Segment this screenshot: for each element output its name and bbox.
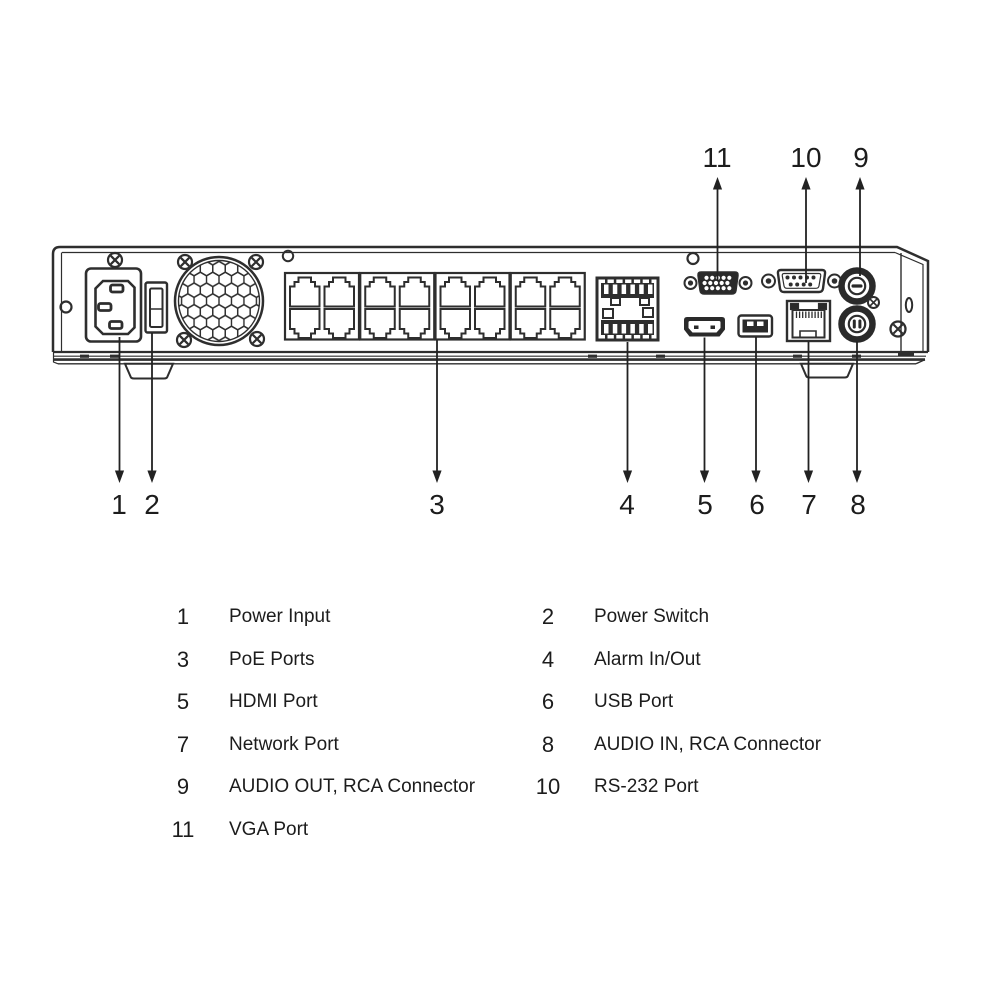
top-hole-left bbox=[281, 249, 295, 263]
legend-label: AUDIO OUT, RCA Connector bbox=[229, 776, 476, 798]
mounting-holes bbox=[59, 249, 914, 314]
legend-number: 5 bbox=[176, 689, 190, 715]
legend-number: 9 bbox=[176, 774, 190, 800]
screw-icon bbox=[247, 253, 265, 271]
legend-label: RS-232 Port bbox=[594, 776, 699, 798]
legend-number: 2 bbox=[541, 604, 555, 630]
callout-arrow-3 bbox=[432, 340, 442, 483]
legend-number: 6 bbox=[541, 689, 555, 715]
screw-icon bbox=[175, 331, 193, 349]
audio-in-rca bbox=[838, 305, 876, 343]
network-pins bbox=[795, 311, 822, 318]
callout-arrow-10 bbox=[801, 177, 811, 283]
power-pin bbox=[97, 302, 113, 312]
legend-number: 3 bbox=[176, 646, 190, 672]
callout-arrow-1 bbox=[114, 337, 125, 483]
callout-number-6: 6 bbox=[749, 489, 765, 520]
usb-port bbox=[737, 314, 774, 338]
legend-row: 3 PoE Ports bbox=[160, 639, 475, 682]
callout-number-3: 3 bbox=[429, 489, 445, 520]
callout-number-10: 10 bbox=[790, 142, 822, 173]
legend-label: HDMI Port bbox=[229, 691, 318, 713]
network-led bbox=[817, 302, 828, 311]
legend-number: 10 bbox=[535, 774, 561, 800]
legend-row: 9 AUDIO OUT, RCA Connector bbox=[160, 766, 475, 809]
legend-number: 1 bbox=[176, 604, 190, 630]
legend-label: PoE Ports bbox=[229, 648, 315, 670]
rs232-port bbox=[761, 268, 842, 294]
callout-arrow-4 bbox=[622, 342, 633, 483]
audio-out-rca bbox=[838, 267, 876, 305]
callout-number-5: 5 bbox=[697, 489, 713, 520]
hdmi-port bbox=[684, 317, 725, 337]
legend-number: 7 bbox=[176, 731, 190, 757]
legend-row: 11 VGA Port bbox=[160, 809, 475, 852]
poe-ports bbox=[283, 271, 586, 341]
legend-label: Power Input bbox=[229, 606, 331, 628]
vga-port bbox=[683, 271, 753, 295]
chassis-feet bbox=[123, 362, 855, 380]
rear-panel-diagram bbox=[51, 177, 930, 483]
callout-number-8: 8 bbox=[850, 489, 866, 520]
chassis-lip-ticks bbox=[80, 352, 914, 358]
callout-number-9: 9 bbox=[853, 142, 869, 173]
legend-number: 4 bbox=[541, 646, 555, 672]
screw-icon bbox=[248, 330, 266, 348]
callout-arrow-11 bbox=[712, 177, 723, 281]
legend-label: Alarm In/Out bbox=[594, 648, 701, 670]
legend-row: 4 Alarm In/Out bbox=[525, 639, 821, 682]
legend-row: 5 HDMI Port bbox=[160, 681, 475, 724]
power-input-port bbox=[84, 267, 143, 343]
legend-label: AUDIO IN, RCA Connector bbox=[594, 733, 822, 755]
callout-arrows bbox=[114, 177, 865, 483]
chassis-outline bbox=[51, 245, 930, 365]
fan-grille bbox=[173, 255, 265, 347]
legend-row: 6 USB Port bbox=[525, 681, 821, 724]
left-ear-hole bbox=[59, 300, 73, 314]
legend-label: USB Port bbox=[594, 691, 674, 713]
legend-number: 8 bbox=[541, 731, 555, 757]
vga-pins bbox=[702, 275, 732, 291]
rca-area-screws bbox=[867, 296, 907, 338]
callout-number-2: 2 bbox=[144, 489, 160, 520]
screw-icon bbox=[106, 251, 124, 269]
legend-row: 10 RS-232 Port bbox=[525, 766, 821, 809]
power-pin bbox=[109, 283, 125, 294]
callout-arrow-5 bbox=[699, 337, 710, 483]
callout-number-4: 4 bbox=[619, 489, 635, 520]
legend-row: 7 Network Port bbox=[160, 724, 475, 767]
callout-arrow-2 bbox=[147, 333, 157, 483]
right-flange-hole bbox=[904, 297, 914, 313]
legend-label: VGA Port bbox=[229, 818, 309, 840]
callout-number-1: 1 bbox=[111, 489, 127, 520]
screw-icon bbox=[889, 320, 907, 338]
alarm-io-terminal bbox=[595, 276, 660, 342]
legend-label: Power Switch bbox=[594, 606, 710, 628]
power-switch bbox=[144, 281, 169, 334]
legend-right-column: 2 Power Switch 4 Alarm In/Out 6 USB Port… bbox=[525, 596, 821, 809]
callout-arrow-7 bbox=[803, 341, 814, 483]
callout-arrow-9 bbox=[855, 177, 865, 276]
network-led bbox=[789, 302, 800, 311]
legend-row: 1 Power Input bbox=[160, 596, 475, 639]
callout-arrow-8 bbox=[852, 341, 862, 483]
network-port bbox=[785, 299, 832, 343]
screw-icon bbox=[867, 296, 880, 309]
power-pin bbox=[108, 320, 124, 330]
legend-number: 11 bbox=[171, 816, 195, 842]
legend-label: Network Port bbox=[229, 733, 339, 755]
callout-arrow-6 bbox=[751, 337, 761, 483]
legend-row: 2 Power Switch bbox=[525, 596, 821, 639]
callout-number-11: 11 bbox=[702, 142, 732, 173]
callout-number-7: 7 bbox=[801, 489, 817, 520]
rs232-pins bbox=[785, 275, 816, 287]
legend-left-column: 1 Power Input 3 PoE Ports 5 HDMI Port 7 … bbox=[160, 596, 475, 851]
top-hole-right bbox=[686, 251, 700, 266]
legend-row: 8 AUDIO IN, RCA Connector bbox=[525, 724, 821, 767]
